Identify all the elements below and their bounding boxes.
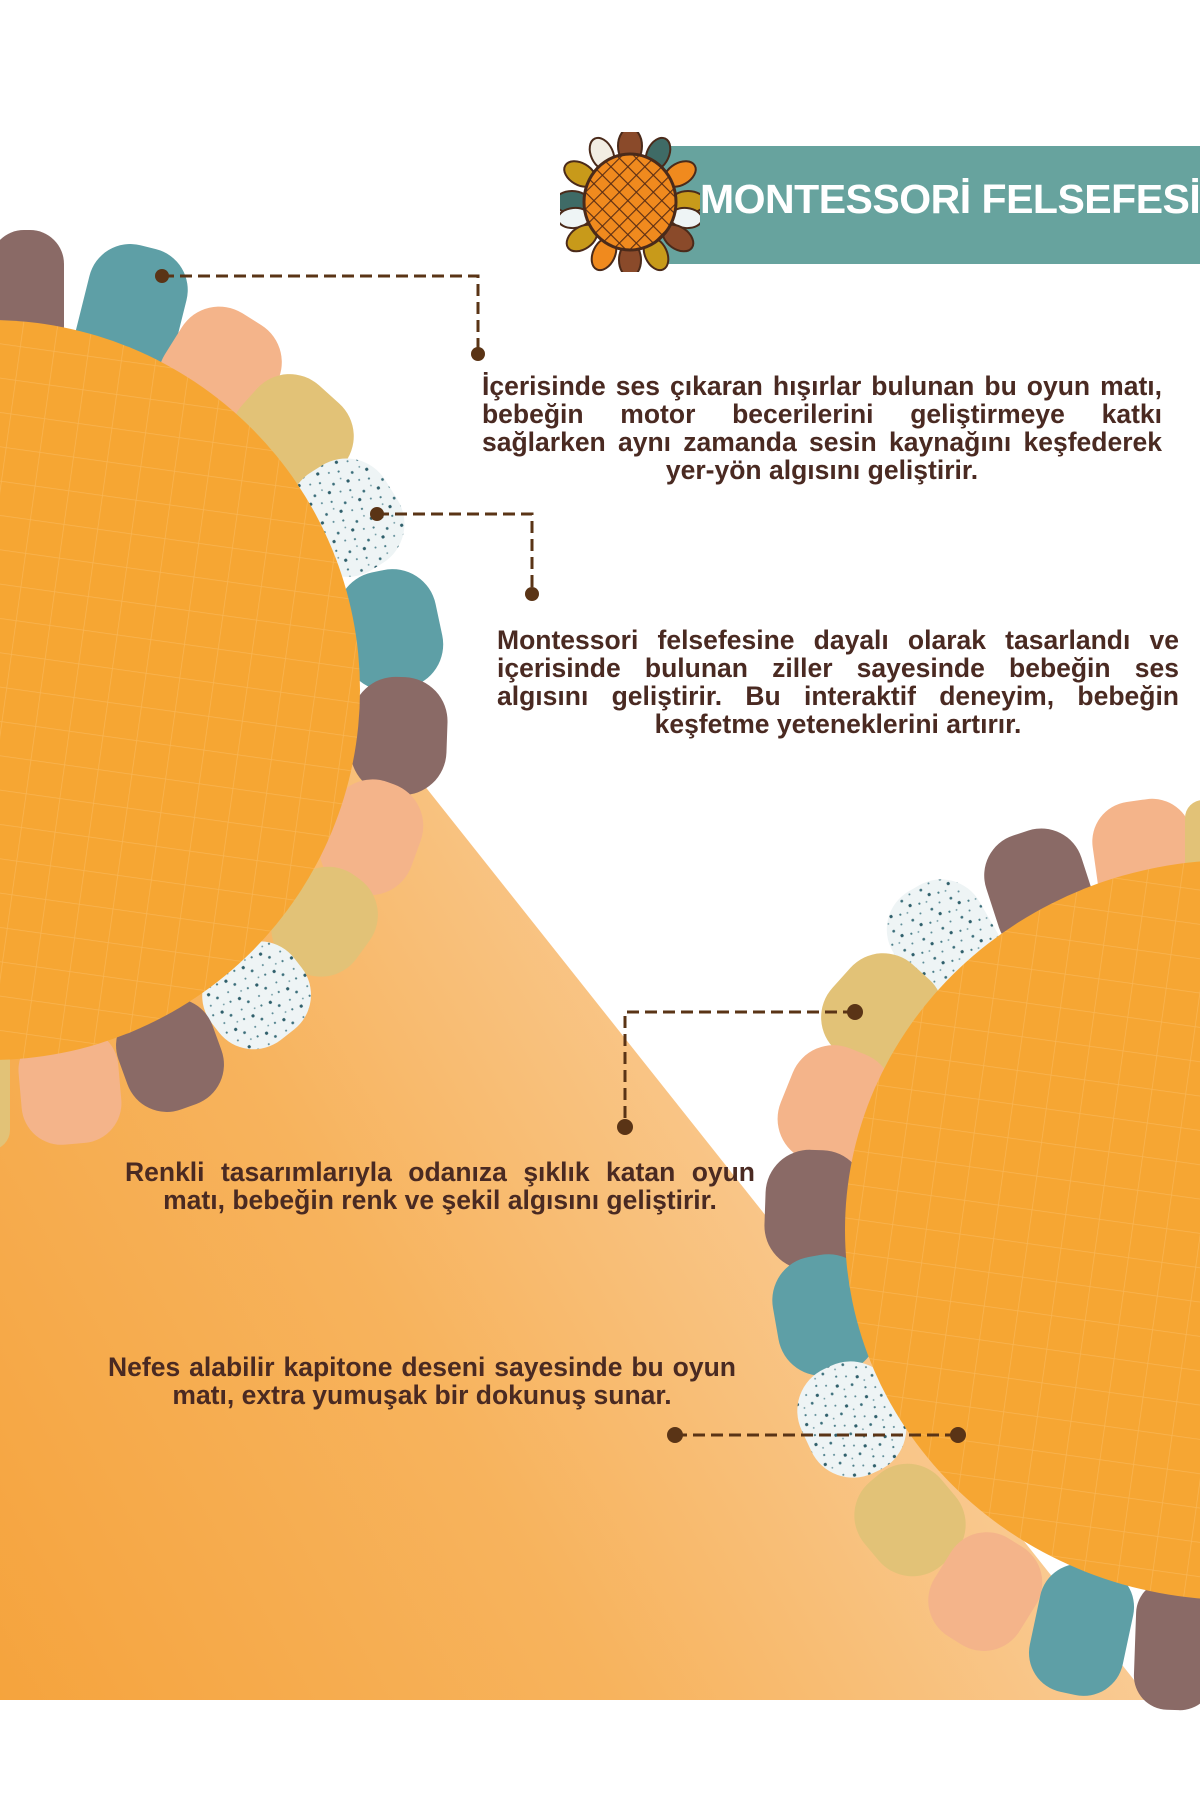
title-banner [655,146,1200,264]
left-mat-disc [0,320,360,1060]
feature-text-breathable-quilt: Nefes alabilir kapitone deseni sayesinde… [108,1352,736,1410]
feature-text-colorful-design: Renkli tasarımlarıyla odanıza şıklık kat… [125,1157,755,1215]
right-mat-disc [845,861,1200,1599]
connector-lines [162,274,955,1437]
connector-dots [155,269,966,1443]
sunflower-logo-icon [560,132,700,272]
feature-text-rustling-sound: İçerisinde ses çıkaran hışırlar bulunan … [482,371,1162,485]
left-mat-petals [0,230,448,1148]
page-title: MONTESSORİ FELSEFESİ [700,176,1200,222]
feature-text-bells-montessori: Montessori felsefesine dayalı olarak tas… [497,625,1179,739]
